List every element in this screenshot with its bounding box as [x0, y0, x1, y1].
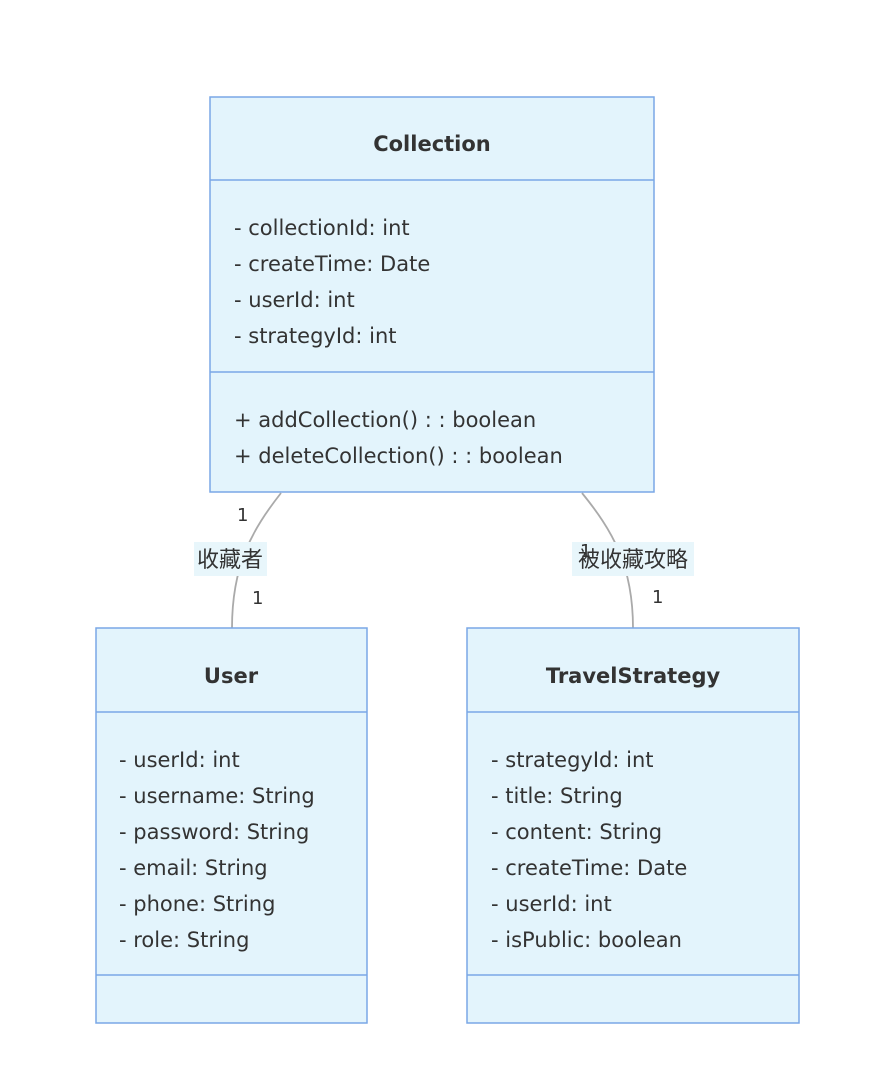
- relation-collector-from-multiplicity: 1: [237, 505, 248, 526]
- class-travel-strategy-attribute: - userId: int: [491, 892, 612, 916]
- class-collection-attribute: - collectionId: int: [234, 216, 410, 240]
- class-user-attribute: - phone: String: [119, 892, 275, 916]
- class-collection-box: [209, 96, 655, 493]
- class-collection-attribute: - userId: int: [234, 288, 355, 312]
- class-user-attribute: - role: String: [119, 928, 249, 952]
- class-collection-name: Collection: [373, 132, 491, 156]
- class-user-name: User: [204, 664, 259, 688]
- class-user-attribute: - password: String: [119, 820, 309, 844]
- class-collection-method: + deleteCollection() : : boolean: [234, 444, 563, 468]
- class-travel-strategy-attribute: - title: String: [491, 784, 623, 808]
- class-travel-strategy-attribute: - strategyId: int: [491, 748, 654, 772]
- relation-collected-strategy-label-bg: [572, 542, 694, 576]
- class-travel-strategy-attribute: - isPublic: boolean: [491, 928, 682, 952]
- class-collection-attribute: - strategyId: int: [234, 324, 397, 348]
- class-travel-strategy-attribute: - createTime: Date: [491, 856, 687, 880]
- class-user-attribute: - email: String: [119, 856, 268, 880]
- class-travel-strategy-name: TravelStrategy: [546, 664, 721, 688]
- class-user: User - userId: int - username: String - …: [95, 627, 368, 1024]
- relation-collected-strategy-to-multiplicity: 1: [652, 587, 663, 608]
- class-user-attribute: - userId: int: [119, 748, 240, 772]
- class-travel-strategy-attribute: - content: String: [491, 820, 662, 844]
- relation-collector-to-multiplicity: 1: [252, 588, 263, 609]
- class-collection: Collection - collectionId: int - createT…: [209, 96, 655, 493]
- class-travel-strategy-box: [466, 627, 800, 1024]
- class-user-attribute: - username: String: [119, 784, 315, 808]
- class-collection-attribute: - createTime: Date: [234, 252, 430, 276]
- class-user-box: [95, 627, 368, 1024]
- relation-collector-label: 收藏者: [197, 548, 263, 573]
- relation-collected-strategy-label: 被收藏攻略: [578, 548, 688, 573]
- class-collection-method: + addCollection() : : boolean: [234, 408, 536, 432]
- class-travel-strategy: TravelStrategy - strategyId: int - title…: [466, 627, 800, 1024]
- relation-collected-strategy-from-multiplicity: 1: [580, 541, 591, 562]
- relation-collector-label-bg: [194, 542, 267, 576]
